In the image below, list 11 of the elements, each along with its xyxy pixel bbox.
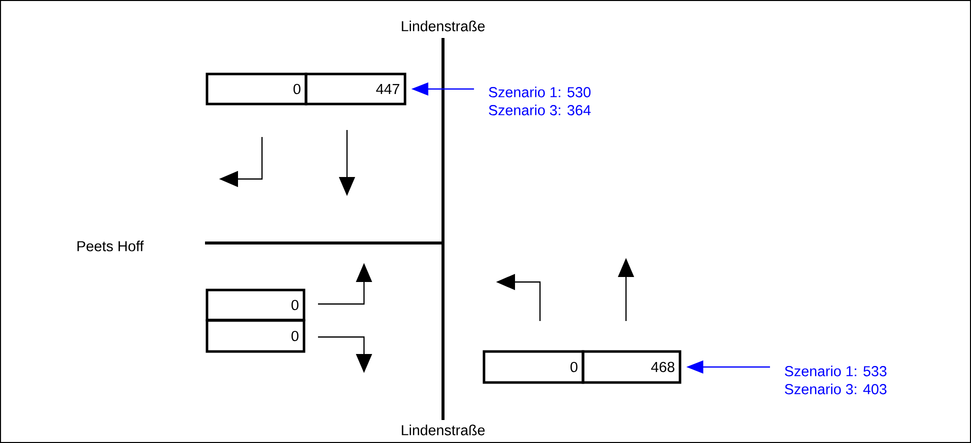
street-name: Lindenstraße [402,424,485,436]
street-name: Lindenstraße [402,20,485,32]
value-cell: 0 [206,72,308,106]
street-name: Peets Hoff [77,240,144,252]
value-cell: 0 [206,319,306,353]
value-cell: 0 [206,288,306,322]
value-cell: 468 [582,350,682,384]
value-cell: 447 [304,72,406,106]
scenario-note: Szenario 1: 533 Szenario 3: 403 [784,366,886,394]
scenario-note: Szenario 1: 530 Szenario 3: 364 [488,86,591,116]
value-cell: 0 [482,350,584,384]
